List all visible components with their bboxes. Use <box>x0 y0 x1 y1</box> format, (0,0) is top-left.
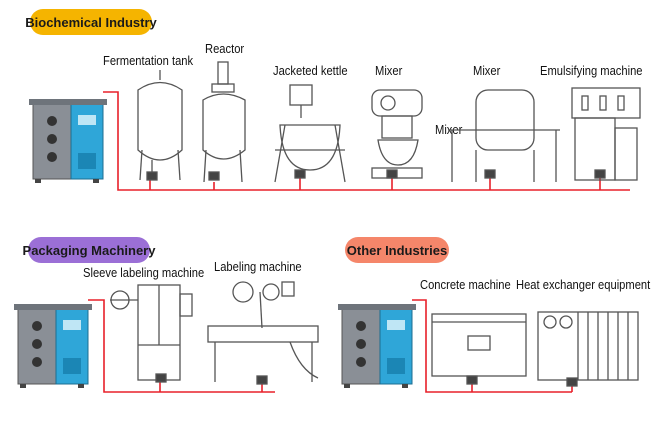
packaging-steam-pipe <box>88 299 275 393</box>
other-industries-badge: Other Industries <box>345 237 449 263</box>
packaging-steam-generator <box>13 303 93 389</box>
label-heat-exchanger-equipment: Heat exchanger equipment <box>516 277 651 292</box>
label-jacketed-kettle: Jacketed kettle <box>273 63 348 78</box>
mixer-2-drawing <box>448 89 560 182</box>
biochemical-steam-generator <box>28 98 108 184</box>
label-sleeve-labeling-machine: Sleeve labeling machine <box>83 265 205 280</box>
fermentation-tank-drawing <box>137 70 183 181</box>
labeling-machine-drawing <box>207 281 319 385</box>
label-labeling-machine: Labeling machine <box>214 259 302 274</box>
other-steam-generator <box>337 303 417 389</box>
other-industries-title: Other Industries <box>346 242 448 258</box>
label-concrete-machine: Concrete machine <box>420 277 511 292</box>
label-mixer-2: Mixer <box>473 63 501 78</box>
concrete-machine-drawing <box>431 313 527 385</box>
reactor-drawing <box>202 61 246 183</box>
mixer-1-drawing <box>371 89 423 179</box>
packaging-machinery-badge: Packaging Machinery <box>23 237 155 263</box>
jacketed-kettle-drawing <box>274 84 346 183</box>
biochemical-industry-title: Biochemical Industry <box>25 14 157 30</box>
emulsifying-machine-drawing <box>571 87 641 181</box>
packaging-machinery-title: Packaging Machinery <box>22 242 156 258</box>
label-mixer-1: Mixer <box>375 63 403 78</box>
biochemical-industry-badge: Biochemical Industry <box>25 9 157 35</box>
label-emulsifying-machine: Emulsifying machine <box>540 63 643 78</box>
label-fermentation-tank: Fermentation tank <box>103 53 194 68</box>
heat-exchanger-drawing <box>537 311 639 387</box>
label-reactor: Reactor <box>205 41 245 56</box>
sleeve-labeling-machine-drawing <box>110 284 193 383</box>
